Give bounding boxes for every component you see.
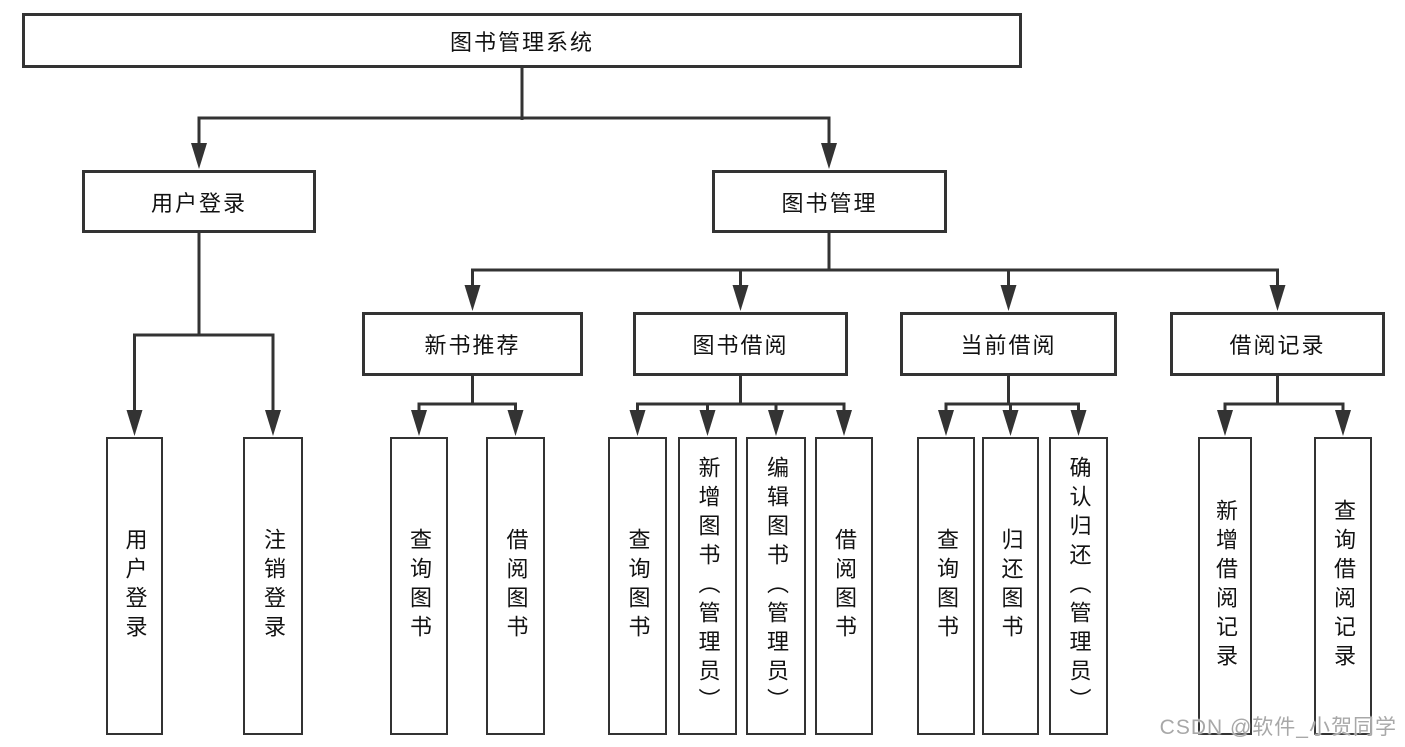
- section-book-borrow-label: 图书借阅: [692, 333, 789, 358]
- leaf-recommend-borrow-books: 借阅图书: [486, 437, 545, 735]
- leaf-add-book-admin: 新增图书（管理员）: [678, 437, 737, 735]
- branch-book-management: 图书管理: [712, 170, 947, 233]
- section-current-borrow-label: 当前借阅: [960, 333, 1057, 358]
- leaf-add-borrow-record-label: 新增借阅记录: [1213, 499, 1238, 673]
- csdn-watermark: CSDN @软件_小贺同学: [1159, 716, 1397, 739]
- leaf-add-borrow-record: 新增借阅记录: [1198, 437, 1252, 735]
- edges-user-login: [126, 233, 281, 436]
- leaf-user-login: 用户登录: [106, 437, 163, 735]
- leaf-logout: 注销登录: [243, 437, 303, 735]
- leaf-borrow-query-books: 查询图书: [608, 437, 667, 735]
- branch-user-login: 用户登录: [82, 170, 316, 233]
- section-new-book-recommend-label: 新书推荐: [424, 333, 521, 358]
- leaf-recommend-query-books: 查询图书: [390, 437, 448, 735]
- edges-book-borrow: [629, 376, 852, 436]
- section-new-book-recommend: 新书推荐: [362, 312, 583, 376]
- leaf-recommend-query-books-label: 查询图书: [407, 528, 432, 644]
- edges-book-management: [464, 233, 1286, 311]
- section-current-borrow: 当前借阅: [900, 312, 1117, 376]
- leaf-logout-label: 注销登录: [261, 528, 286, 644]
- edges-new-book-recommend: [411, 376, 524, 436]
- leaf-borrow-book-label: 借阅图书: [832, 528, 857, 644]
- root-node: 图书管理系统: [22, 13, 1022, 68]
- leaf-borrow-book: 借阅图书: [815, 437, 873, 735]
- edges-root: [191, 68, 837, 169]
- leaf-confirm-return-admin-label: 确认归还（管理员）: [1066, 455, 1092, 717]
- leaf-current-query-books-label: 查询图书: [934, 528, 959, 644]
- leaf-confirm-return-admin: 确认归还（管理员）: [1049, 437, 1108, 735]
- leaf-borrow-query-books-label: 查询图书: [625, 528, 651, 644]
- root-node-label: 图书管理系统: [449, 29, 594, 55]
- leaf-add-book-admin-label: 新增图书（管理员）: [695, 455, 721, 717]
- leaf-edit-book-admin: 编辑图书（管理员）: [746, 437, 806, 735]
- branch-user-login-label: 用户登录: [150, 190, 247, 216]
- leaf-return-book: 归还图书: [982, 437, 1039, 735]
- section-borrow-records-label: 借阅记录: [1229, 333, 1326, 358]
- leaf-return-book-label: 归还图书: [998, 528, 1024, 644]
- leaf-edit-book-admin-label: 编辑图书（管理员）: [764, 455, 789, 717]
- branch-book-management-label: 图书管理: [781, 190, 878, 216]
- leaf-current-query-books: 查询图书: [917, 437, 975, 735]
- edges-current-borrow: [938, 376, 1087, 436]
- leaf-query-borrow-record: 查询借阅记录: [1314, 437, 1372, 735]
- section-borrow-records: 借阅记录: [1170, 312, 1385, 376]
- leaf-query-borrow-record-label: 查询借阅记录: [1331, 499, 1356, 673]
- leaf-recommend-borrow-books-label: 借阅图书: [503, 528, 529, 644]
- leaf-user-login-label: 用户登录: [122, 528, 148, 644]
- section-book-borrow: 图书借阅: [633, 312, 848, 376]
- edges-borrow-records: [1217, 376, 1351, 436]
